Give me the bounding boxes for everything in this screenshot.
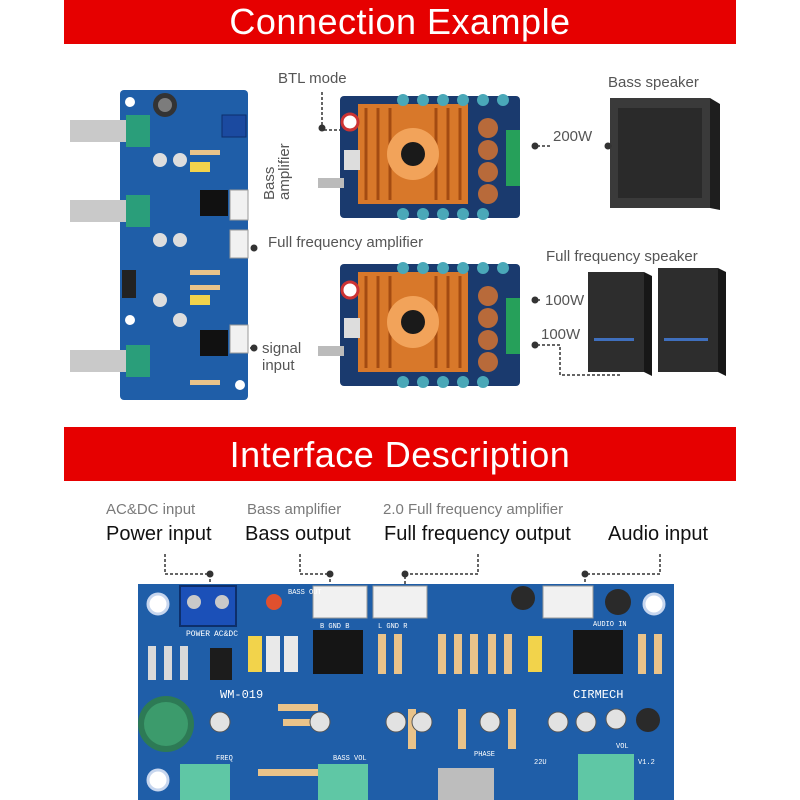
pcb-brand: CIRMECH — [573, 688, 623, 702]
pcb-b-gnd-b: B GND B — [320, 623, 349, 631]
signal-input-line1: signal — [262, 340, 302, 357]
pcb-power: POWER — [186, 630, 210, 639]
full-power-label-2: 100W — [541, 326, 581, 343]
pcb-phase: PHASE — [474, 751, 495, 759]
full-caption: 2.0 Full frequency amplifier — [383, 501, 564, 518]
bass-power-label: 200W — [553, 128, 593, 145]
bass-speaker-image — [610, 98, 720, 210]
pcb-acdc: AC&DC — [214, 630, 238, 639]
pcb-audio-in: AUDIO IN — [593, 621, 627, 629]
tone-control-board — [70, 90, 250, 400]
signal-input-label: signal input — [262, 340, 301, 374]
bass-amplifier-label: Bass amplifier — [261, 143, 293, 200]
interface-pointer-lines — [164, 554, 661, 586]
pcb-bass-out: BASS OUT — [288, 589, 322, 597]
bass-caption: Bass amplifier — [247, 501, 342, 518]
pcb-model: WM-019 — [220, 688, 263, 702]
pcb-vol: VOL — [616, 743, 629, 751]
full-frequency-amplifier-label: Full frequency amplifier — [268, 234, 424, 251]
bass-output-label: Bass output — [245, 523, 351, 545]
audio-input-label: Audio input — [608, 523, 709, 545]
pcb-l-gnd-r: L GND R — [378, 623, 408, 631]
interface-description-banner: Interface Description — [64, 427, 736, 481]
bass-amplifier-board — [318, 90, 523, 225]
full-frequency-speakers-image — [588, 268, 728, 378]
power-input-label: Power input — [106, 523, 212, 545]
connection-example-banner: Connection Example — [64, 0, 736, 44]
pcb-freq: FREQ — [216, 755, 233, 763]
pcb-22u: 22U — [534, 759, 547, 767]
btl-mode-label: BTL mode — [278, 70, 347, 87]
signal-input-line2: input — [262, 357, 295, 374]
bass-amplifier-line1: Bass — [261, 166, 278, 200]
bass-amplifier-line2: amplifier — [276, 143, 293, 200]
bass-speaker-label: Bass speaker — [608, 74, 699, 91]
power-caption: AC&DC input — [106, 501, 196, 518]
interface-pcb: WM-019 CIRMECH POWER AC&DC BASS OUT AUDI… — [138, 584, 674, 800]
full-power-label-1: 100W — [545, 292, 585, 309]
full-frequency-speaker-label: Full frequency speaker — [546, 248, 698, 265]
pcb-bass-vol: BASS VOL — [333, 755, 367, 763]
connection-lines — [250, 92, 620, 376]
full-frequency-amplifier-board — [318, 258, 523, 393]
full-frequency-output-label: Full frequency output — [384, 523, 571, 545]
pcb-v12: V1.2 — [638, 759, 655, 767]
